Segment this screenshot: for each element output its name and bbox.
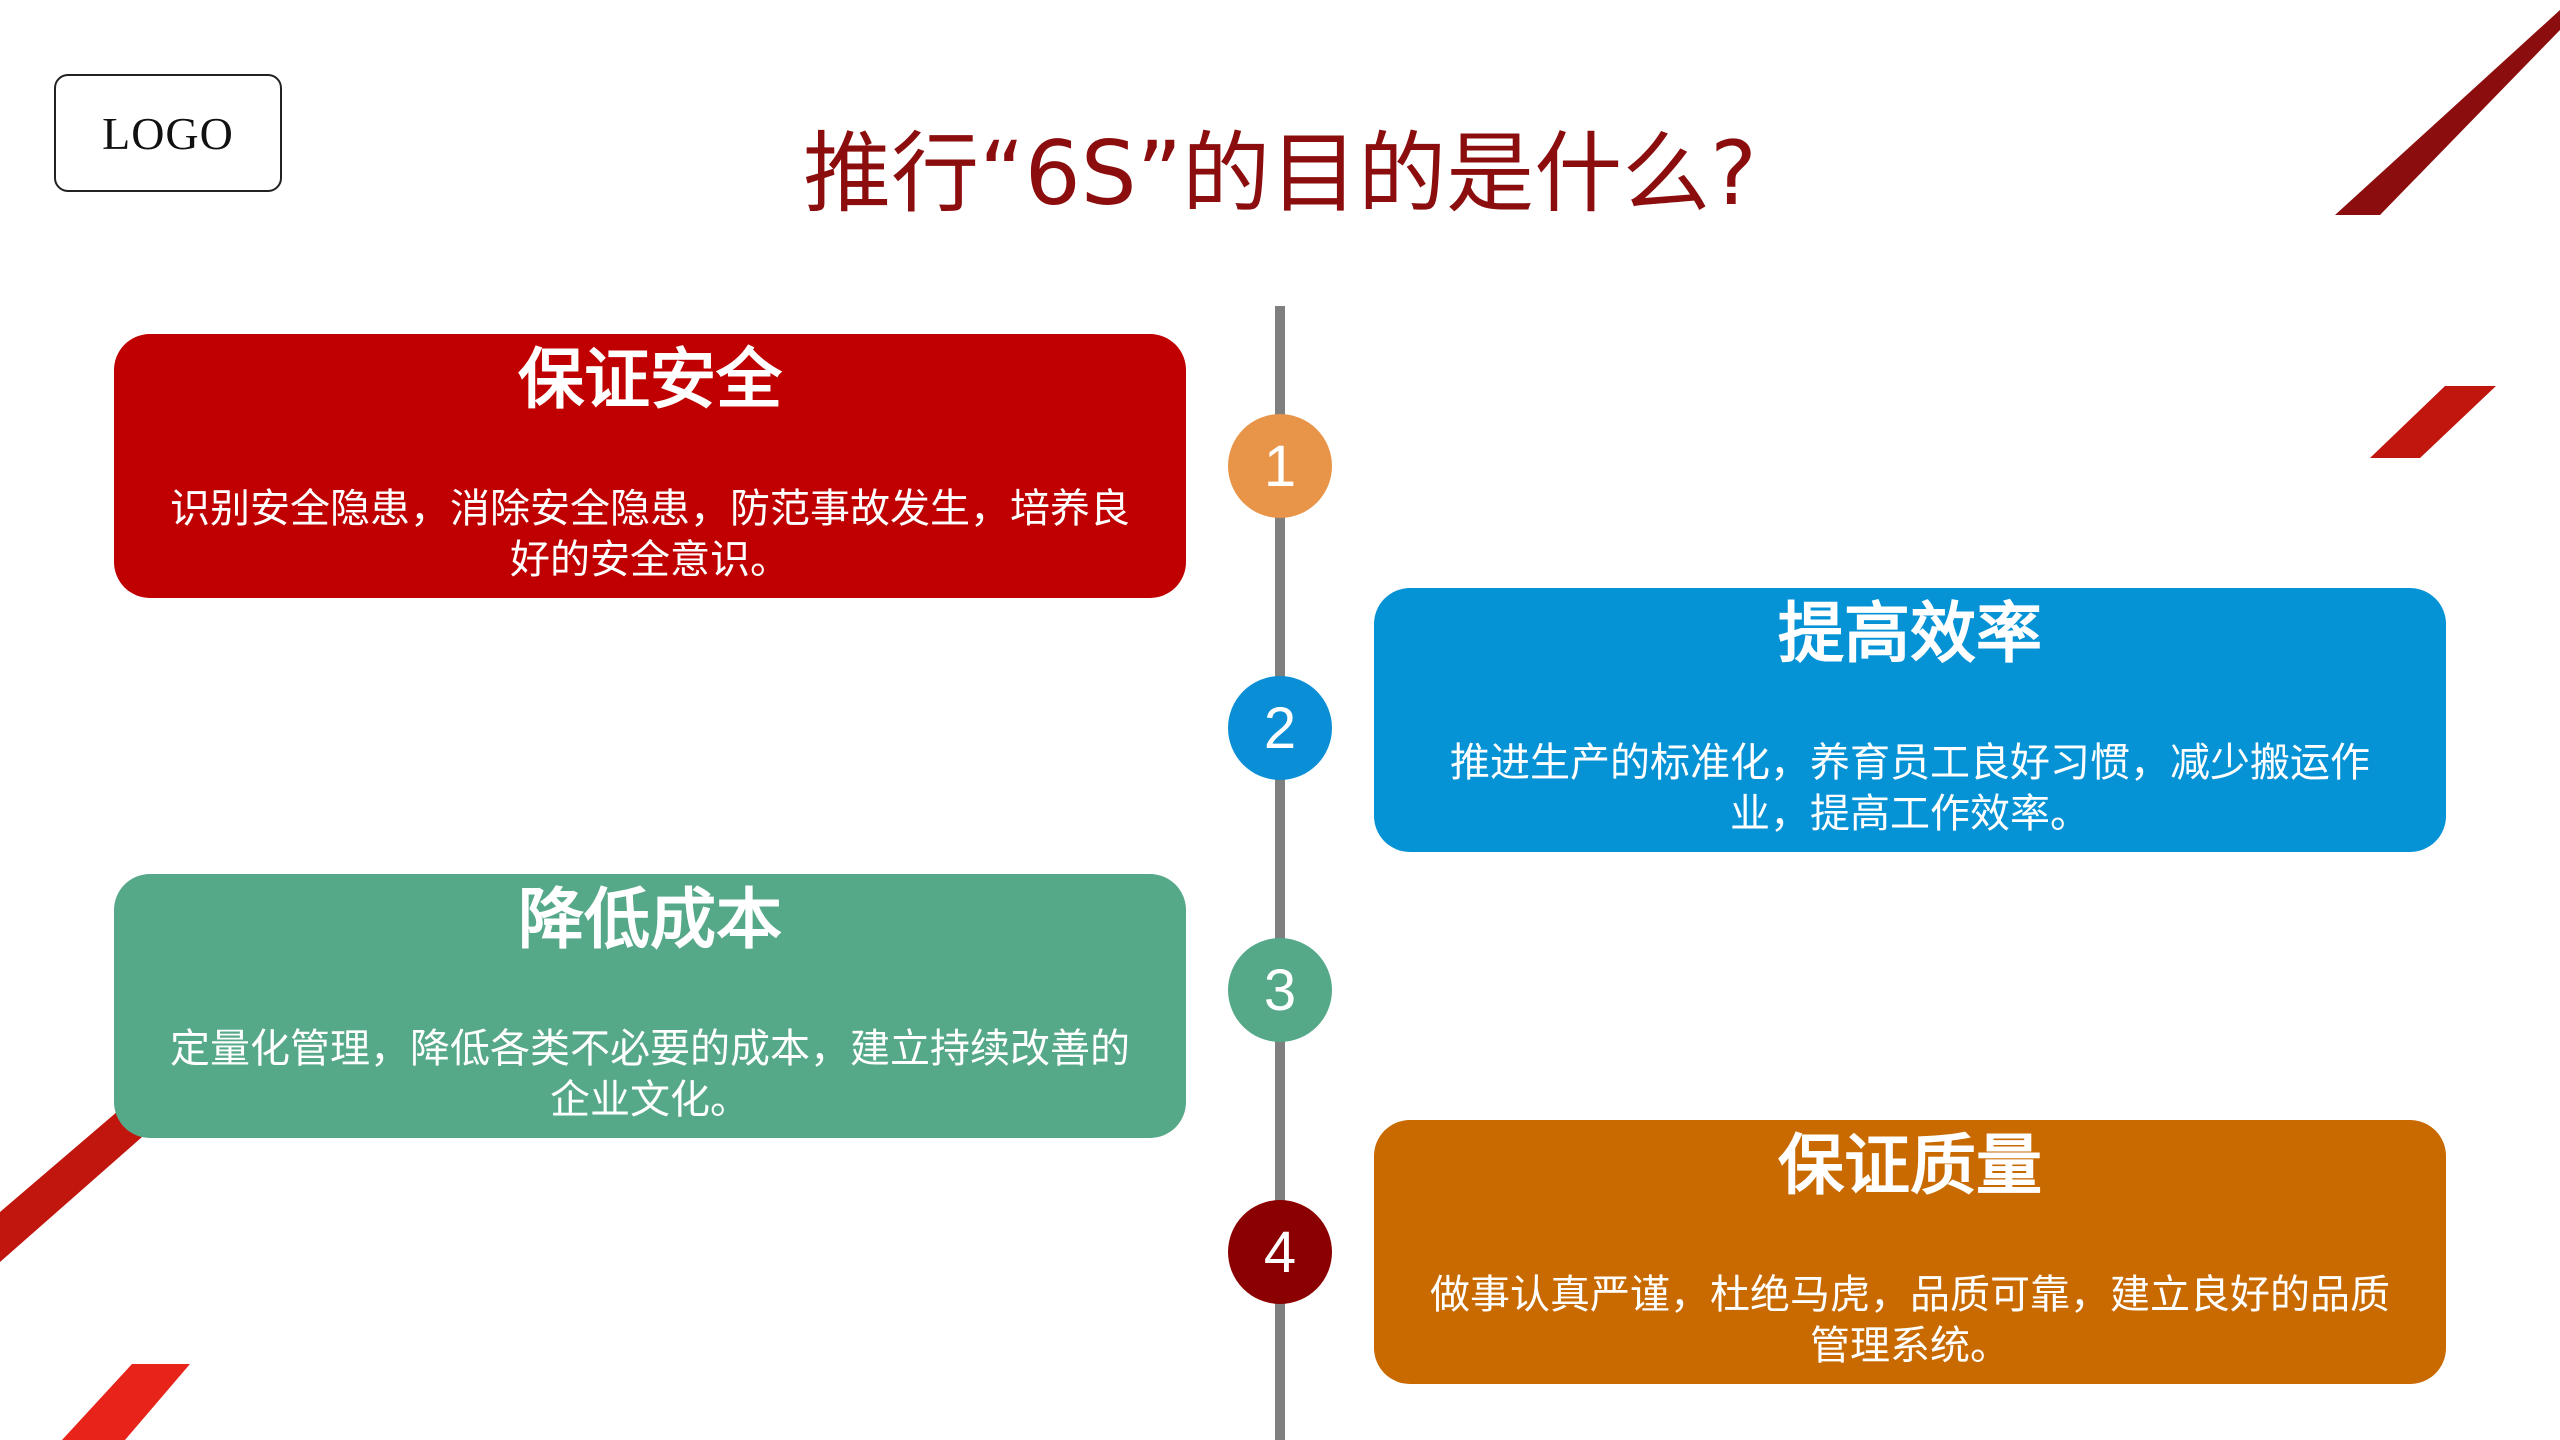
stripe-top-right (2335, 10, 2560, 215)
step-card-cost: 降低成本 定量化管理，降低各类不必要的成本，建立持续改善的企业文化。 (114, 874, 1186, 1138)
card-description: 定量化管理，降低各类不必要的成本，建立持续改善的企业文化。 (170, 1026, 1130, 1124)
card-title: 保证质量 (1778, 1127, 2042, 1204)
card-description: 推进生产的标准化，养育员工良好习惯，减少搬运作业，提高工作效率。 (1450, 740, 2370, 838)
card-title: 降低成本 (518, 881, 782, 958)
stripe-right-middle (2370, 386, 2496, 458)
card-title: 提高效率 (1778, 595, 2042, 672)
stripe-bottom-left (62, 1364, 190, 1440)
step-card-quality: 保证质量 做事认真严谨，杜绝马虎，品质可靠，建立良好的品质管理系统。 (1374, 1120, 2446, 1384)
step-circle-4: 4 (1228, 1200, 1332, 1304)
logo-placeholder: LOGO (54, 74, 282, 192)
step-circle-2: 2 (1228, 676, 1332, 780)
timeline-line (1275, 306, 1285, 1440)
card-description: 识别安全隐患，消除安全隐患，防范事故发生，培养良好的安全意识。 (170, 486, 1130, 584)
page-title: 推行“6S”的目的是什么? (803, 122, 1757, 225)
step-circle-3: 3 (1228, 938, 1332, 1042)
card-description: 做事认真严谨，杜绝马虎，品质可靠，建立良好的品质管理系统。 (1430, 1272, 2390, 1370)
card-title: 保证安全 (518, 341, 782, 418)
step-circle-1: 1 (1228, 414, 1332, 518)
step-card-efficiency: 提高效率 推进生产的标准化，养育员工良好习惯，减少搬运作业，提高工作效率。 (1374, 588, 2446, 852)
stripe-left-middle (0, 1105, 150, 1262)
step-card-safety: 保证安全 识别安全隐患，消除安全隐患，防范事故发生，培养良好的安全意识。 (114, 334, 1186, 598)
